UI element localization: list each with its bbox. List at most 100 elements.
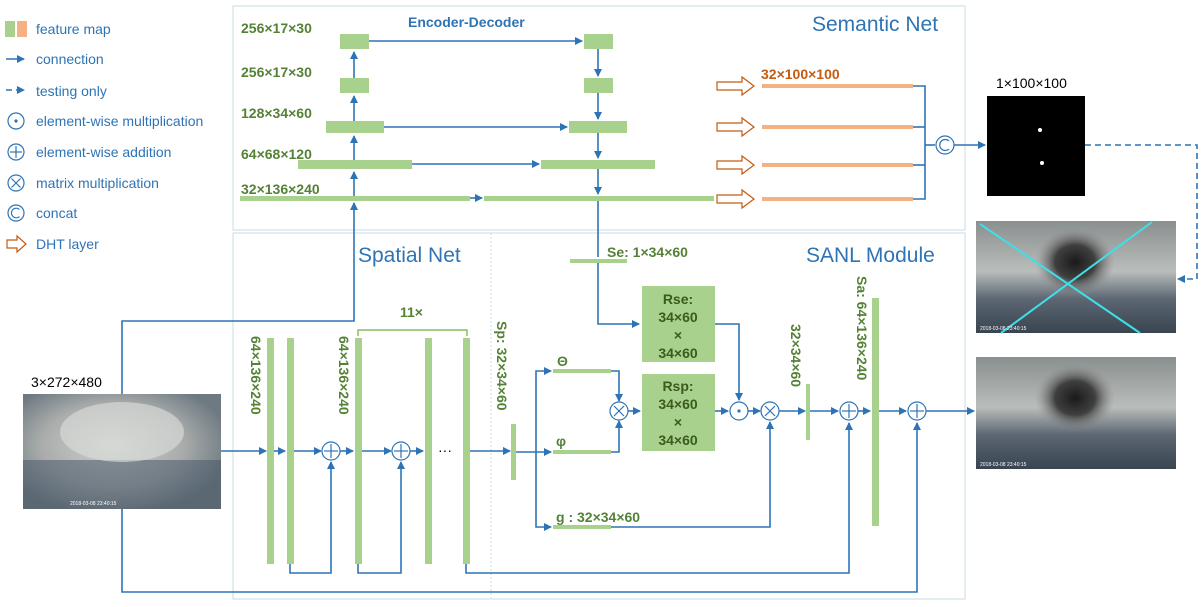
matmul-node-2 xyxy=(760,401,780,421)
legend-feature-map-label: feature map xyxy=(36,21,111,37)
spatial-net-title: Spatial Net xyxy=(358,244,461,267)
orange-fm-3 xyxy=(762,163,913,167)
se-dim: Se: 1×34×60 xyxy=(607,244,688,260)
legend-dht-label: DHT layer xyxy=(36,236,99,252)
spatial-fm-1 xyxy=(267,338,274,564)
theta-label: Θ xyxy=(557,353,568,369)
dht-arrow-4 xyxy=(716,188,755,210)
sp-dim: Sp: 32×34×60 xyxy=(494,321,510,411)
spatial-fm-5 xyxy=(463,338,470,564)
orange-fm-dim: 32×100×100 xyxy=(761,66,840,82)
legend-testing-label: testing only xyxy=(36,83,107,99)
legend-element-mult-label: element-wise multiplication xyxy=(36,113,203,129)
legend-concat-label: concat xyxy=(36,205,77,221)
mid-fm xyxy=(806,384,810,440)
sanl-add-2 xyxy=(907,401,927,421)
spatial-fm-3 xyxy=(355,338,362,564)
testing-only-path xyxy=(1085,144,1198,283)
matrix-mult-icon xyxy=(7,174,25,192)
dht-arrow-1 xyxy=(716,75,755,97)
sa-dim: Sa: 64×136×240 xyxy=(854,276,870,381)
encoder-decoder-title: Encoder-Decoder xyxy=(408,14,525,30)
spatial-ellipsis: ··· xyxy=(438,442,452,458)
legend-matrix-mult-label: matrix multiplication xyxy=(36,175,159,191)
concat-node xyxy=(935,135,955,155)
semantic-net-title: Semantic Net xyxy=(812,13,938,36)
repeat-label: 11× xyxy=(400,304,423,320)
element-mult-icon xyxy=(7,112,25,130)
semantic-peak-1 xyxy=(1038,128,1042,132)
spatial-fm-2 xyxy=(287,338,294,564)
legend-connection-label: connection xyxy=(36,51,104,67)
theta-fm xyxy=(553,369,611,373)
mid-dim: 32×34×60 xyxy=(788,324,804,387)
orange-fm-4 xyxy=(762,197,913,201)
orange-fm-2 xyxy=(762,125,913,129)
phi-label: φ xyxy=(556,433,566,449)
semantic-net-frame xyxy=(232,5,966,231)
encoder-fm-1 xyxy=(340,34,369,49)
g-fm xyxy=(553,525,611,529)
spatial-add-1 xyxy=(321,441,341,461)
decoder-fm-1 xyxy=(584,34,613,49)
sanl-add-1 xyxy=(839,401,859,421)
rsp-box xyxy=(642,374,715,451)
phi-fm xyxy=(553,450,611,454)
legend-feature-map-orange-swatch xyxy=(17,21,27,37)
rsp-times: × xyxy=(674,414,682,430)
input-image: 2018-03-08 23:40:15 xyxy=(23,394,221,509)
spatial-dim-1: 64×136×240 xyxy=(248,336,264,415)
dht-arrow-2 xyxy=(716,116,755,138)
encoder-fm-3 xyxy=(326,121,384,133)
final-output-image: 2018-03-08 23:40:15 xyxy=(976,357,1176,469)
input-image-caption: 2018-03-08 23:40:15 xyxy=(70,501,117,507)
final-image-caption: 2018-03-08 23:40:15 xyxy=(980,462,1027,468)
decoder-fm-4 xyxy=(541,160,655,169)
sanl-module-title: SANL Module xyxy=(806,244,935,267)
detection-output-image: 2018-03-08 23:40:15 xyxy=(976,221,1176,334)
legend: feature map connection testing only elem… xyxy=(5,21,203,254)
lower-frame xyxy=(232,232,966,600)
rsp-dim-a: 34×60 xyxy=(658,396,698,412)
rse-title: Rse: xyxy=(663,291,693,307)
encoder-dim-4: 64×68×120 xyxy=(241,146,312,162)
g-label: g : 32×34×60 xyxy=(556,509,640,525)
dht-arrows xyxy=(716,75,755,210)
rsp-title: Rsp: xyxy=(662,378,693,394)
sp-fm xyxy=(511,424,516,480)
spatial-fm-4 xyxy=(425,338,432,564)
semantic-peak-2 xyxy=(1040,161,1044,165)
rse-box xyxy=(642,286,715,362)
detection-image-caption: 2018-03-08 23:40:15 xyxy=(980,326,1027,332)
elemmul-node xyxy=(729,401,749,421)
matmul-node-1 xyxy=(609,401,629,421)
spatial-dim-2: 64×136×240 xyxy=(336,336,352,415)
input-dim: 3×272×480 xyxy=(31,374,102,390)
encoder-fm-5 xyxy=(240,196,470,201)
rse-dim-a: 34×60 xyxy=(658,309,698,325)
rsp-dim-b: 34×60 xyxy=(658,432,698,448)
se-fm xyxy=(570,259,627,263)
spatial-add-2 xyxy=(391,441,411,461)
repeat-bracket xyxy=(357,329,468,336)
encoder-dim-3: 128×34×60 xyxy=(241,105,312,121)
detected-line-1 xyxy=(979,223,1141,334)
element-add-icon xyxy=(7,143,25,161)
detected-line-2 xyxy=(1000,221,1153,334)
decoder-fm-5 xyxy=(484,196,714,201)
dht-arrow-3 xyxy=(716,154,755,176)
encoder-dim-5: 32×136×240 xyxy=(241,181,320,197)
legend-element-add-label: element-wise addition xyxy=(36,144,171,160)
encoder-dim-2: 256×17×30 xyxy=(241,64,312,80)
semantic-output-map xyxy=(987,96,1085,196)
encoder-fm-2 xyxy=(340,78,369,93)
concat-icon xyxy=(7,204,25,222)
rse-times: × xyxy=(674,327,682,343)
rse-dim-b: 34×60 xyxy=(658,345,698,361)
legend-feature-map-green-swatch xyxy=(5,21,15,37)
dht-layer-icon xyxy=(6,234,27,254)
decoder-fm-3 xyxy=(569,121,627,133)
encoder-dim-1: 256×17×30 xyxy=(241,20,312,36)
encoder-fm-4 xyxy=(298,160,412,169)
